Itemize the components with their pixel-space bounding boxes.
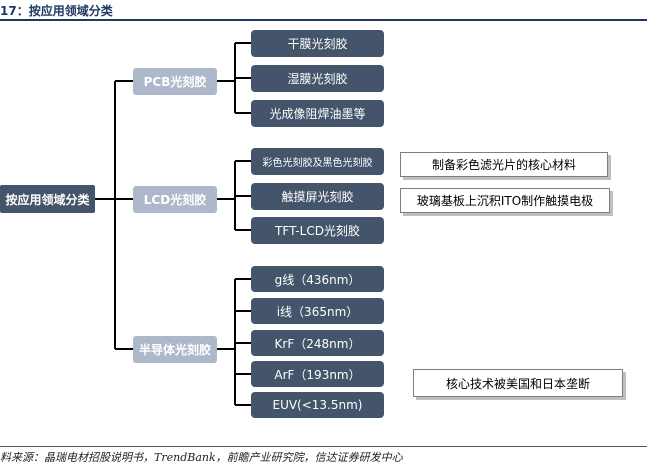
category-pcb: PCB光刻胶 <box>133 68 217 95</box>
leaf-arf: ArF（193nm） <box>251 361 384 387</box>
header-rule <box>0 19 647 21</box>
root-node: 按应用领域分类 <box>0 185 95 213</box>
leaf-g-line: g线（436nm） <box>251 266 384 292</box>
figure-title: 17：按应用领域分类 <box>0 4 113 18</box>
figure-header: 17：按应用领域分类 <box>0 0 647 21</box>
category-semiconductor: 半导体光刻胶 <box>133 336 217 363</box>
footer-rule <box>0 446 647 447</box>
leaf-euv: EUV(<13.5nm) <box>251 392 384 418</box>
leaf-tft-lcd-resist: TFT-LCD光刻胶 <box>251 217 384 244</box>
leaf-touch-screen-resist: 触摸屏光刻胶 <box>251 183 384 210</box>
source-note: 料来源：晶瑞电材招股说明书，TrendBank，前瞻产业研究院，信达证券研发中心 <box>0 451 403 464</box>
leaf-i-line: i线（365nm） <box>251 298 384 324</box>
leaf-wet-film: 湿膜光刻胶 <box>251 65 384 92</box>
leaf-dry-film: 干膜光刻胶 <box>251 30 384 57</box>
note-color-filter: 制备彩色滤光片的核心材料 <box>400 152 608 177</box>
category-lcd: LCD光刻胶 <box>133 186 217 213</box>
leaf-color-black-resist: 彩色光刻胶及黑色光刻胶 <box>251 148 384 175</box>
note-monopoly: 核心技术被美国和日本垄断 <box>413 369 623 397</box>
note-touch-electrode: 玻璃基板上沉积ITO制作触摸电极 <box>400 188 610 213</box>
leaf-krf: KrF（248nm） <box>251 330 384 356</box>
leaf-solder-mask-ink: 光成像阻焊油墨等 <box>251 100 384 127</box>
